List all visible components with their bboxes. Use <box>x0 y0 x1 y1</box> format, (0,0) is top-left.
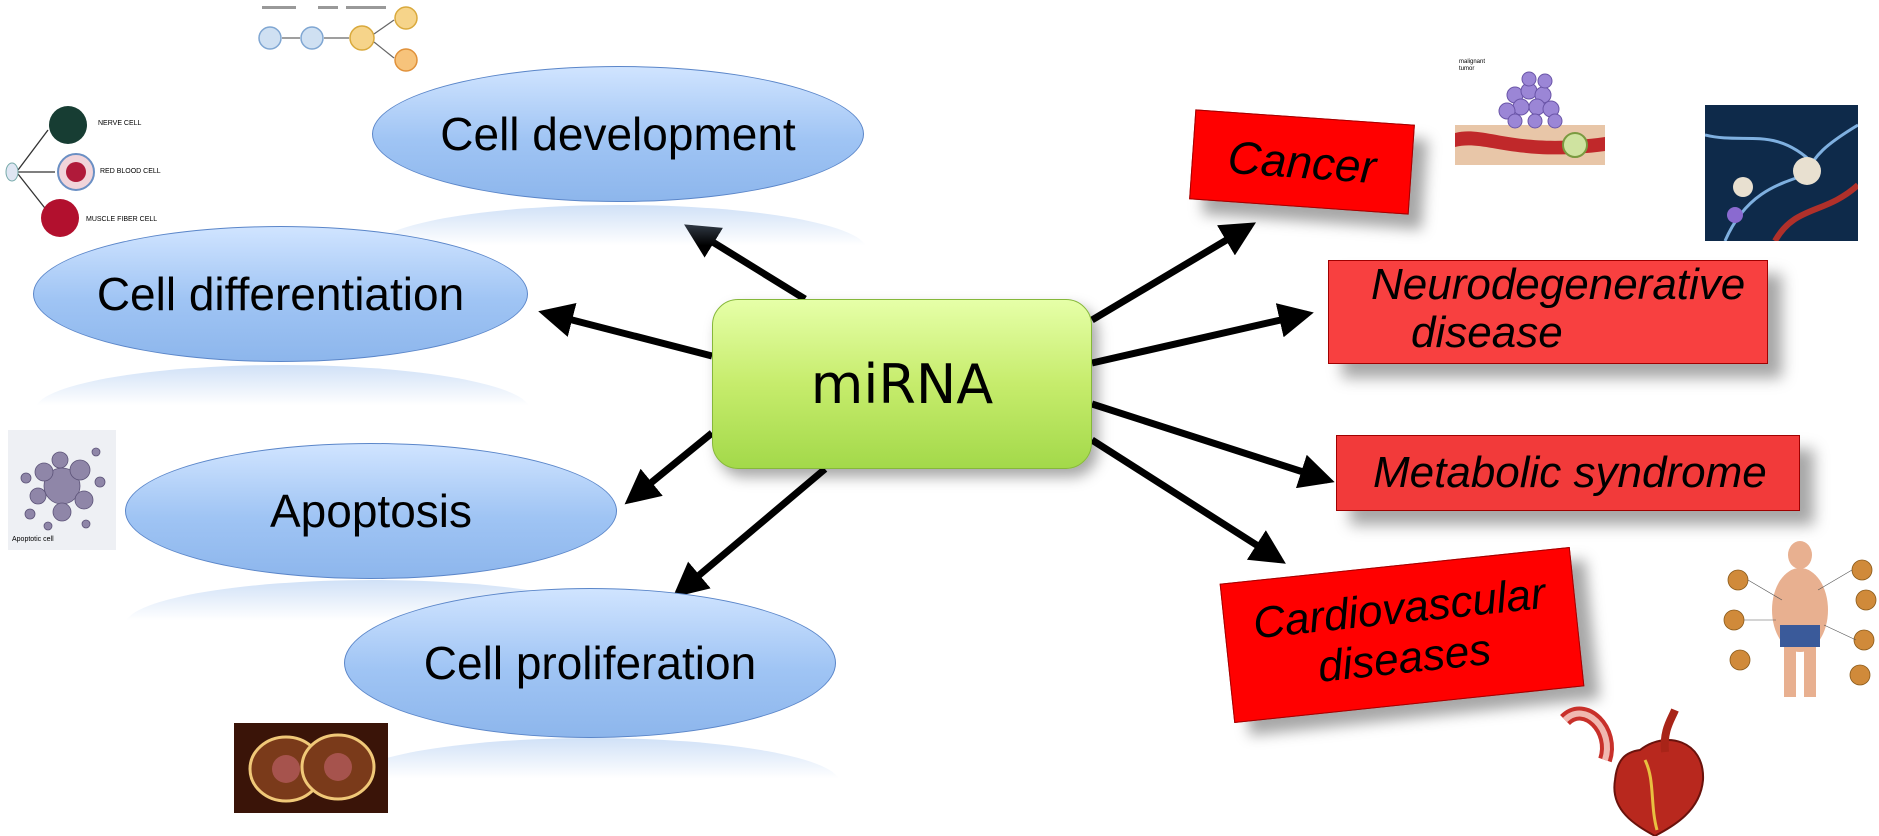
metabolic-box: Metabolic syndrome <box>1336 435 1800 511</box>
cell-proliferation-node: Cell proliferation <box>344 588 836 738</box>
arrow-to-cardiovascular <box>1090 437 1286 564</box>
neuron-image <box>1705 105 1858 241</box>
cell-lineage-image <box>258 6 418 72</box>
nerve-cell-caption: NERVE CELL <box>98 120 142 127</box>
arrow-to-cancer <box>1090 222 1257 324</box>
tumor-drawing <box>1455 71 1605 165</box>
neurodegenerative-box: Neurodegenerative disease <box>1328 260 1768 364</box>
cancer-label: Cancer <box>1226 130 1378 194</box>
muscle-fiber-cell-caption: MUSCLE FIBER CELL <box>86 216 158 223</box>
arrow-to-cell-proliferation <box>672 466 828 598</box>
neurodegenerative-line1: Neurodegenerative <box>1371 260 1746 309</box>
dividing-cell-image <box>234 723 388 813</box>
apoptosis-label: Apoptosis <box>269 485 472 537</box>
metabolic-label: Metabolic syndrome <box>1373 448 1767 497</box>
red-blood-cell-caption: RED BLOOD CELL <box>100 168 161 175</box>
cell-types-image: NERVE CELL RED BLOOD CELL MUSCLE FIBER C… <box>0 100 175 245</box>
apoptotic-cell-image: Apoptotic cell <box>8 430 116 550</box>
mirna-label: miRNA <box>810 352 994 416</box>
neurodegenerative-line2: disease <box>1411 308 1563 357</box>
arrow-to-apoptosis <box>624 430 715 505</box>
cell-differentiation-reflection <box>35 365 530 455</box>
cancer-box: Cancer <box>1189 109 1415 215</box>
cell-differentiation-label: Cell differentiation <box>96 268 465 320</box>
cell-development-label: Cell development <box>440 108 796 160</box>
tumor-image: malignant tumor <box>1455 55 1605 165</box>
arrow-to-cell-differentiation <box>538 303 713 360</box>
tumor-caption: malignant tumor <box>1459 59 1486 72</box>
apoptosis-node: Apoptosis <box>125 443 617 579</box>
heart-image <box>1560 706 1705 836</box>
metabolic-body-image <box>1723 541 1877 697</box>
cell-development-node: Cell development <box>372 66 864 202</box>
arrow-to-neurodegenerative <box>1091 303 1314 367</box>
cell-types-drawing <box>5 106 95 237</box>
arrow-to-metabolic <box>1090 400 1335 489</box>
mirna-node: miRNA <box>712 299 1092 469</box>
cell-proliferation-label: Cell proliferation <box>423 637 757 689</box>
apoptotic-cell-drawing <box>20 447 106 531</box>
cell-proliferation-reflection <box>345 738 840 828</box>
apoptotic-cell-caption: Apoptotic cell <box>12 536 54 543</box>
cell-differentiation-node: Cell differentiation <box>33 226 528 362</box>
